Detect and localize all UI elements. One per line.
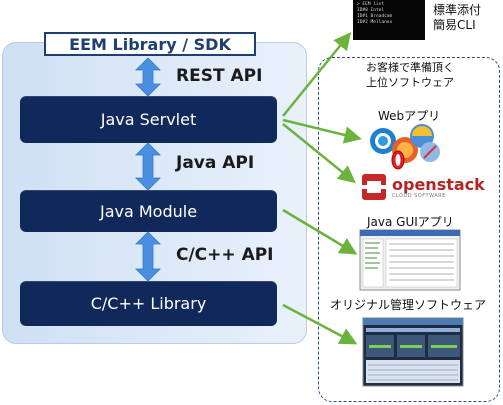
cli-window: > EEM list ID#0 Intel ID#1 Broadcom ID#2… <box>353 0 425 40</box>
java-module-label: Java Module <box>99 201 198 221</box>
customer-software-title: お客様で準備頂く 上位ソフトウェア <box>366 61 454 89</box>
cli-line: ID#0 Intel <box>357 8 385 13</box>
java-gui-screenshot-icon <box>359 229 461 291</box>
openstack-tagline: CLOUD SOFTWARE <box>392 193 446 199</box>
custom-software-screenshot-icon <box>362 317 464 387</box>
sdk-title: EEM Library / SDK <box>44 32 256 56</box>
rest-api-arrow <box>135 57 161 97</box>
custom-software-label: オリジナル管理ソフトウェア <box>330 298 487 312</box>
servlet-to-openstack-arrow <box>282 123 356 184</box>
c-api-label: C/C++ API <box>176 245 274 265</box>
openstack-logo: openstack CLOUD SOFTWARE <box>370 172 485 204</box>
cli-line: > EEM list <box>357 2 385 7</box>
module-to-gui-arrow <box>282 208 358 255</box>
library-to-custom-arrow <box>282 303 358 345</box>
cli-label: 標準添付 簡易CLI <box>433 3 482 32</box>
browser-logos-icon <box>370 124 440 170</box>
openstack-logo-icon <box>362 174 386 200</box>
c-library-box: C/C++ Library <box>20 281 277 326</box>
c-library-label: C/C++ Library <box>90 294 207 313</box>
java-gui-app-label: Java GUIアプリ <box>367 215 454 229</box>
java-module-box: Java Module <box>20 190 277 232</box>
cli-line: ID#1 Broadcom <box>357 14 393 19</box>
cli-line: ID#2 Mellanox <box>357 20 393 25</box>
openstack-wordmark: openstack <box>392 175 485 194</box>
rest-api-label: REST API <box>176 66 263 86</box>
java-servlet-box: Java Servlet <box>20 96 277 143</box>
java-servlet-label: Java Servlet <box>100 110 197 129</box>
java-api-arrow <box>135 142 161 191</box>
web-app-label: Webアプリ <box>378 109 441 123</box>
servlet-to-web-arrow <box>282 118 362 144</box>
c-api-arrow <box>135 231 161 282</box>
java-api-label: Java API <box>176 153 255 173</box>
servlet-to-cli-arrow <box>282 32 352 117</box>
